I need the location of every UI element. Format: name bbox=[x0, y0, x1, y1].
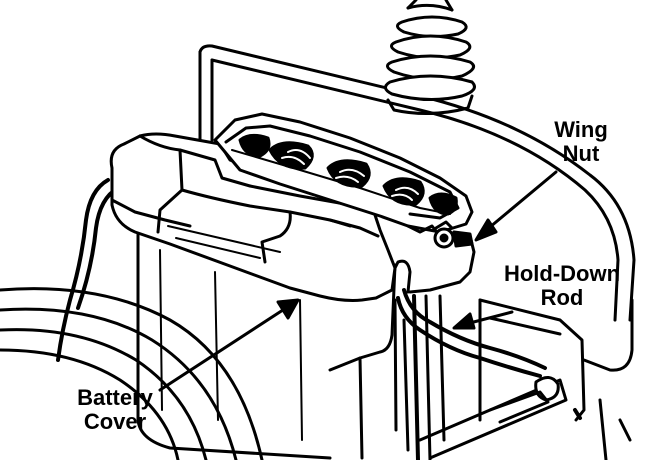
battery-cell-tray bbox=[213, 112, 474, 234]
leader-arrows bbox=[158, 170, 558, 392]
hold-down-rod-shape bbox=[412, 294, 446, 460]
callout-battery-cover-line1: Battery bbox=[77, 385, 153, 410]
callout-hold-down-rod-line2: Rod bbox=[540, 285, 584, 310]
wheel bbox=[0, 287, 264, 460]
battery-cover-shape bbox=[109, 132, 397, 302]
right-cable bbox=[396, 288, 547, 452]
callout-wing-nut-line2: Nut bbox=[562, 141, 600, 166]
seat-frame bbox=[198, 44, 636, 372]
battery-tray bbox=[418, 298, 632, 460]
callout-hold-down-rod: Hold-Down Rod bbox=[484, 262, 640, 310]
callout-wing-nut-line1: Wing bbox=[554, 117, 608, 142]
left-cable bbox=[56, 178, 120, 362]
callout-wing-nut: Wing Nut bbox=[536, 118, 626, 166]
callout-hold-down-rod-line1: Hold-Down bbox=[503, 261, 621, 286]
coiled-hose bbox=[384, 0, 476, 116]
callout-battery-cover-line2: Cover bbox=[83, 409, 147, 434]
wing-nut-shape bbox=[433, 220, 474, 249]
callout-battery-cover: Battery Cover bbox=[60, 386, 170, 434]
